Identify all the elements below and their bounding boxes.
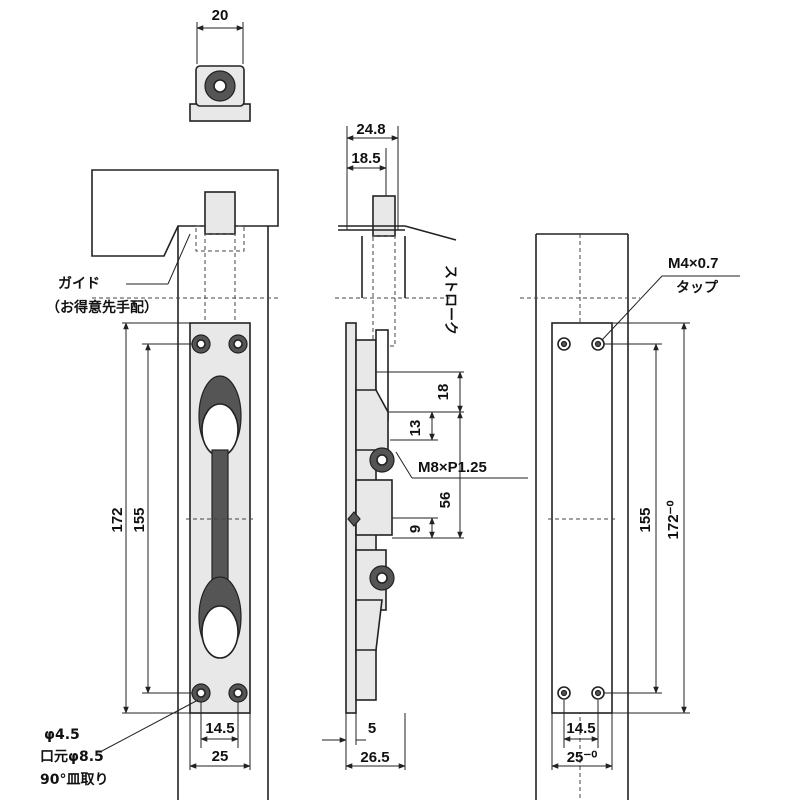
back-view: 155 172⁻⁰ 14.5 25⁻⁰ M4×0.7 タップ (520, 233, 740, 800)
dim-front-155: 155 (131, 507, 148, 532)
dim-side-13: 13 (407, 420, 424, 437)
dim-back-25: 25⁻⁰ (567, 749, 598, 766)
front-view: 172 155 14.5 25 ガイド （お得意先手配） φ4.5 口元φ8.5… (40, 169, 279, 800)
dim-side-56: 56 (437, 492, 454, 509)
label-tap-size: M4×0.7 (668, 255, 718, 272)
dim-front-25: 25 (212, 748, 229, 765)
dim-side-18: 18 (435, 384, 452, 401)
label-guide: ガイド (58, 276, 100, 292)
label-countersink-dia: 口元φ8.5 (40, 749, 104, 765)
dim-side-stroke: ストローク (442, 265, 458, 335)
dim-side-9: 9 (407, 525, 424, 533)
dim-top-width: 20 (212, 7, 229, 24)
label-countersink-angle: 90°皿取り (40, 772, 108, 788)
front-screw-top-right (228, 334, 248, 354)
front-screw-bottom-left (191, 683, 211, 703)
dim-side-24-8: 24.8 (356, 121, 385, 138)
label-guide-note: （お得意先手配） (46, 299, 158, 316)
dim-back-14-5: 14.5 (566, 720, 595, 737)
front-screw-bottom-right (228, 683, 248, 703)
back-screw-bottom-left (557, 686, 571, 700)
dim-front-172: 172 (109, 507, 126, 532)
back-screw-bottom-right (591, 686, 605, 700)
dim-front-14-5: 14.5 (205, 720, 234, 737)
label-tap-word: タップ (676, 280, 719, 296)
front-screw-top-left (191, 334, 211, 354)
back-screw-top-left (557, 337, 571, 351)
dim-side-26-5: 26.5 (360, 749, 389, 766)
dim-back-155: 155 (637, 507, 654, 532)
label-hole-dia: φ4.5 (44, 727, 80, 743)
top-view: 20 (189, 7, 251, 122)
dim-side-18-5: 18.5 (351, 150, 380, 167)
side-view: 24.8 18.5 ストローク 18 (322, 121, 528, 770)
dim-side-5: 5 (368, 720, 376, 737)
label-thread-bolt: M8×P1.25 (418, 459, 487, 476)
dim-back-172: 172⁻⁰ (665, 501, 682, 540)
